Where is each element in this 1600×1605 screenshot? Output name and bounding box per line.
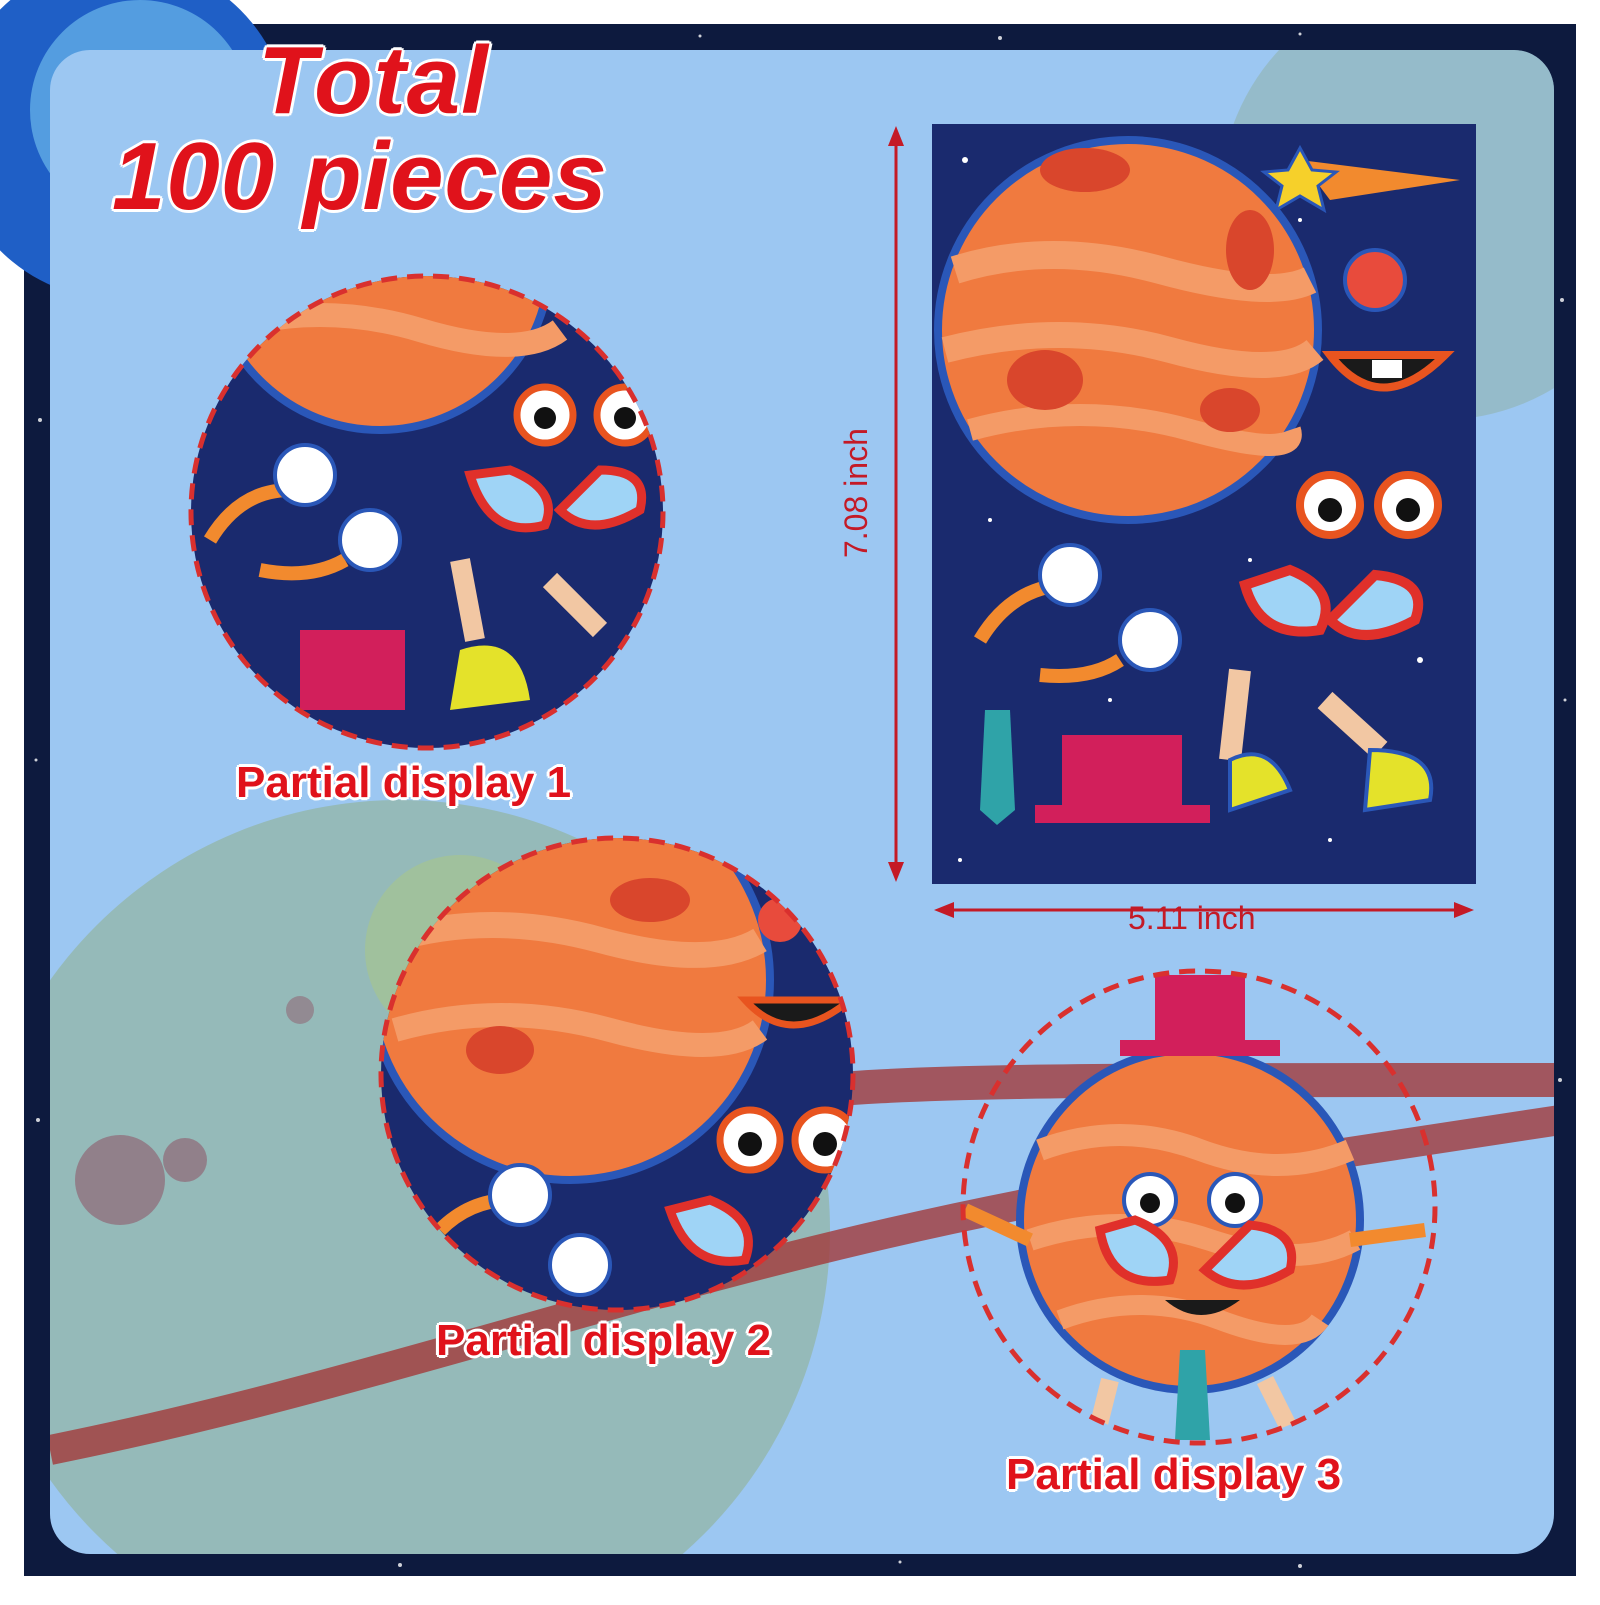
frame-stars bbox=[34, 32, 1567, 1568]
width-dimension-label: 5.11 inch bbox=[1128, 900, 1256, 936]
partial-display-3-label: Partial display 3 bbox=[1006, 1450, 1342, 1499]
partial-display-3-image bbox=[960, 968, 1438, 1446]
width-arrow bbox=[934, 902, 1474, 918]
orbit-band bbox=[50, 1105, 1554, 1465]
height-arrow bbox=[888, 126, 904, 882]
headline-line-2: 100 pieces bbox=[112, 123, 608, 230]
partial-display-2-image bbox=[378, 835, 856, 1313]
headline-line-1: Total bbox=[258, 27, 489, 134]
partial-display-1-image bbox=[188, 273, 666, 751]
partial-display-2-label: Partial display 2 bbox=[436, 1316, 772, 1365]
sticker-sheet bbox=[932, 124, 1476, 884]
partial-display-1-label: Partial display 1 bbox=[236, 758, 572, 807]
height-dimension-label: 7.08 inch bbox=[838, 428, 874, 558]
